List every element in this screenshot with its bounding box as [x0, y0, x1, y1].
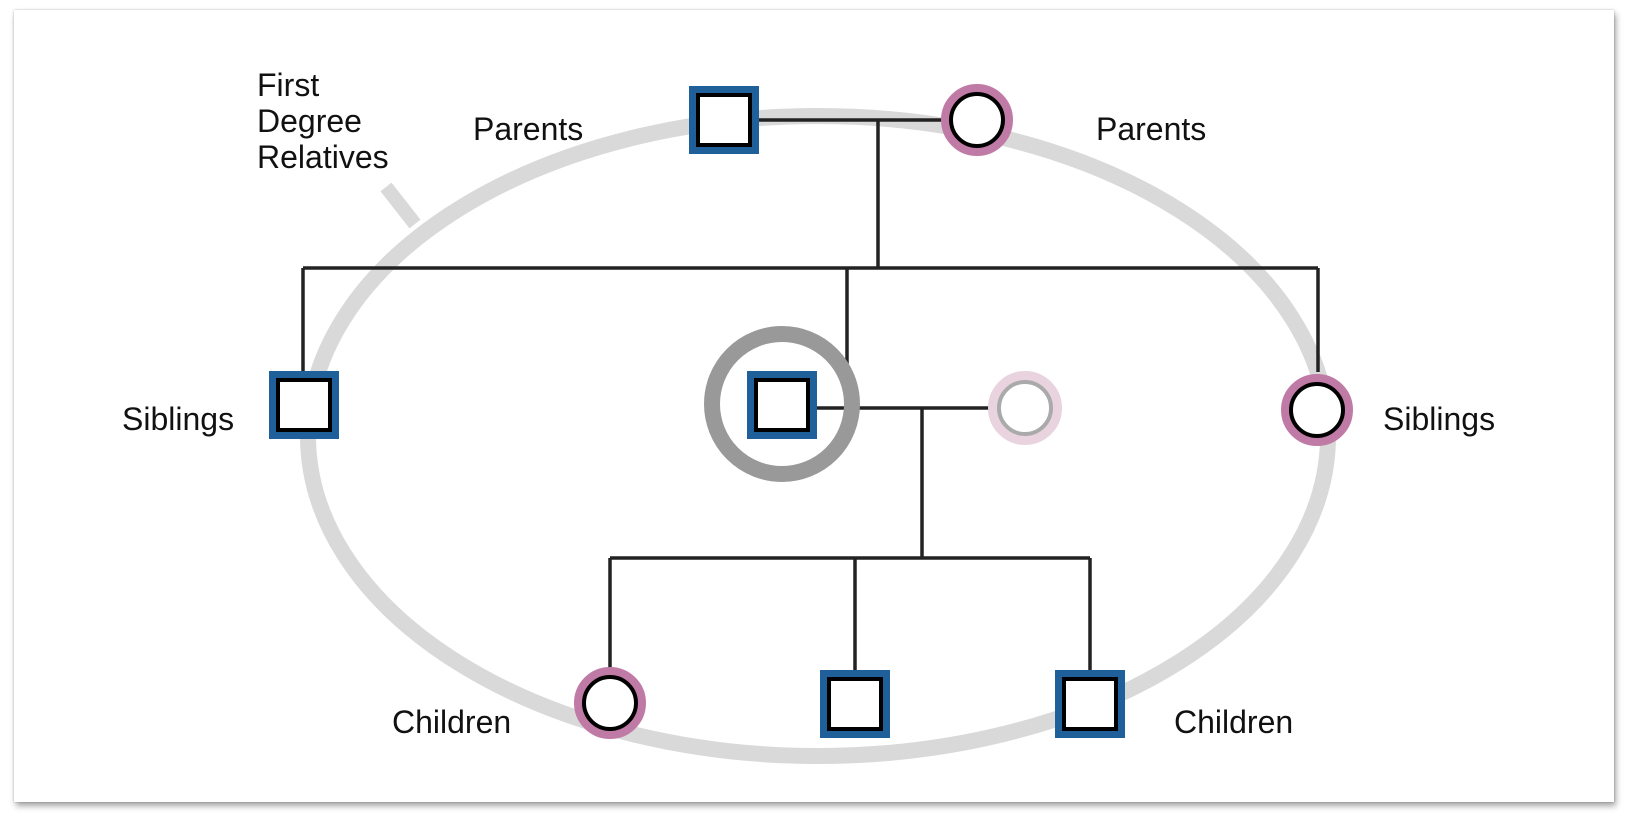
- spouse-circle-faded: [988, 371, 1062, 445]
- first-degree-label-line3: Relatives: [257, 139, 389, 175]
- children-label-left: Children: [392, 704, 511, 740]
- pedigree-lines: [301, 118, 1320, 672]
- parents-label-left: Parents: [473, 111, 583, 147]
- siblings-label-right: Siblings: [1383, 401, 1495, 437]
- proband-square: [747, 371, 817, 439]
- siblings-label-left: Siblings: [122, 401, 234, 437]
- first-degree-label-line1: First: [257, 67, 319, 103]
- first-degree-label-line2: Degree: [257, 103, 362, 139]
- son-square-2: [1055, 670, 1125, 738]
- first-degree-relatives-ellipse: [300, 108, 1336, 764]
- brother-square: [269, 371, 339, 439]
- parents-label-right: Parents: [1096, 111, 1206, 147]
- children-label-right: Children: [1174, 704, 1293, 740]
- father-square: [689, 86, 759, 154]
- first-degree-pointer: [380, 182, 421, 229]
- daughter-circle: [574, 667, 646, 739]
- sister-circle: [1281, 374, 1353, 446]
- mother-circle: [941, 84, 1013, 156]
- son-square-1: [820, 670, 890, 738]
- proband-ring: [704, 326, 860, 482]
